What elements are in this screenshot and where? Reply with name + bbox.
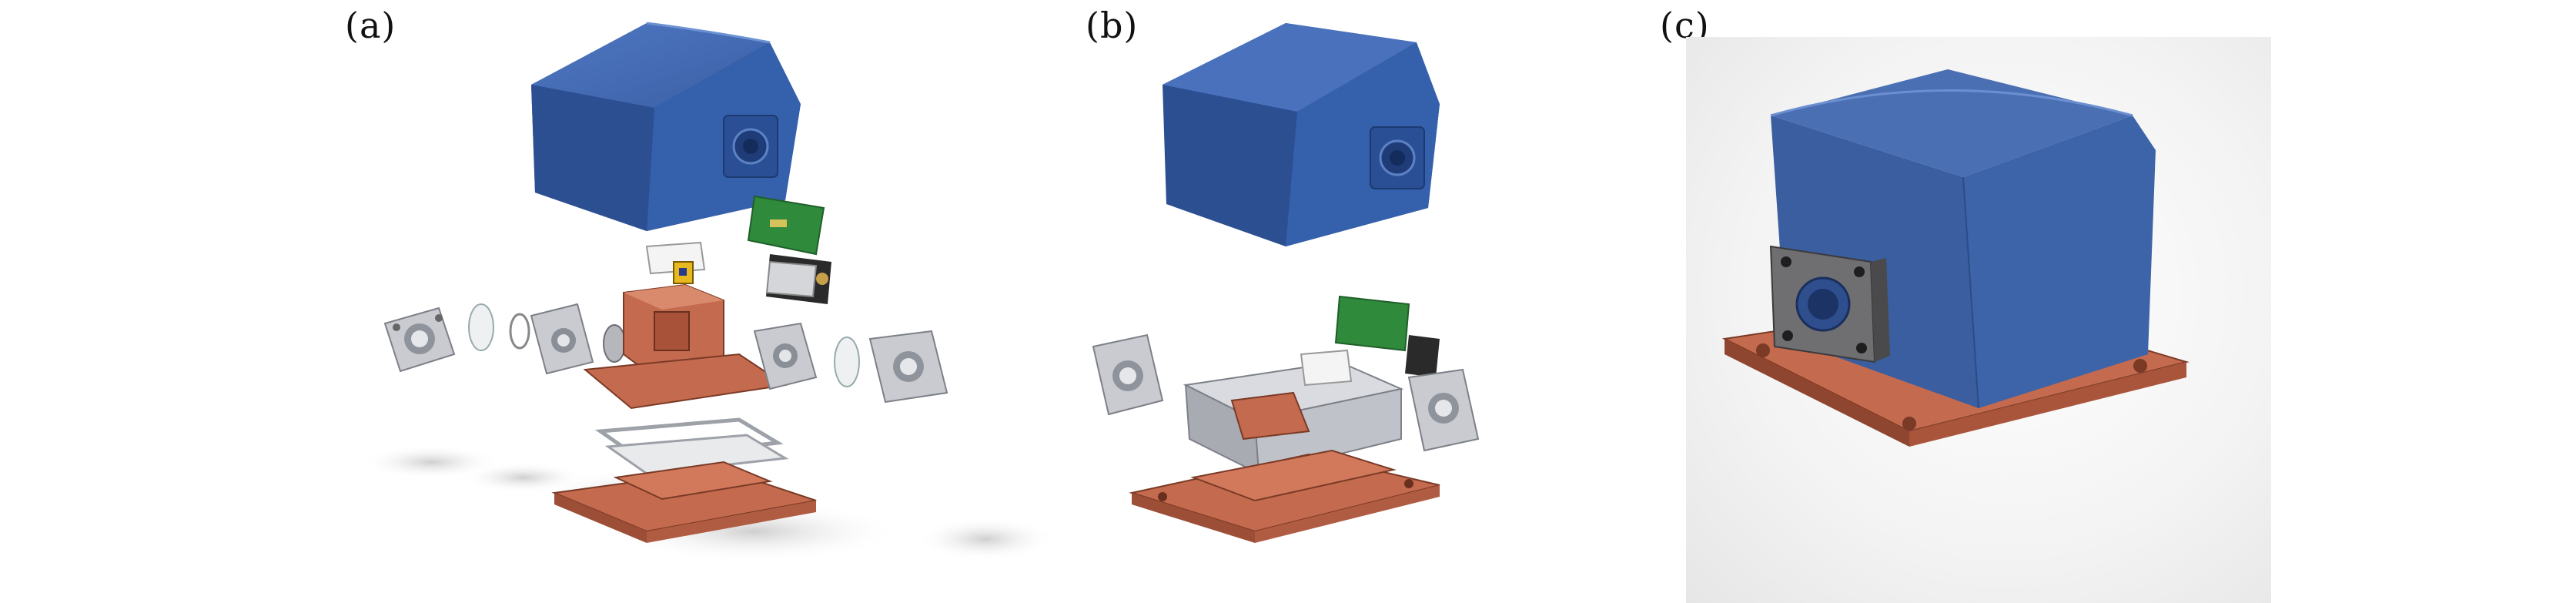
partial-assembly-illustration: [1092, 23, 1480, 543]
left-flange: [383, 307, 456, 373]
blue-housing: [531, 22, 801, 231]
panel-b-label: (b): [1086, 5, 1139, 46]
copper-base: [1129, 449, 1440, 543]
pcb-board: [747, 195, 825, 256]
panel-b: (b): [1078, 0, 1571, 591]
right-flange: [1407, 368, 1480, 452]
left-optics-holder: [530, 303, 626, 375]
exploded-assembly-illustration: [362, 22, 1055, 562]
left-flange: [1092, 333, 1164, 416]
right-optics-holder: [753, 322, 818, 390]
assembled-render-illustration: [1721, 69, 2190, 447]
panel-a: (a): [323, 0, 1093, 591]
window-lens-ring: [509, 313, 530, 350]
vapor-cell-holder: [583, 283, 788, 410]
pcb-board: [1334, 295, 1410, 352]
window-lens-right: [834, 337, 860, 387]
center-assembly: [1183, 349, 1404, 475]
panel-a-label: (a): [345, 5, 396, 46]
connector-parts: [645, 241, 706, 284]
port-flange: [1769, 245, 1890, 363]
window-lens-left: [468, 303, 494, 351]
detector-block: [765, 254, 831, 304]
blue-housing: [1163, 23, 1440, 246]
seal-frames: [594, 417, 789, 475]
panel-c: (c): [1655, 0, 2271, 603]
detector-block: [1405, 335, 1440, 377]
right-flange: [868, 330, 948, 404]
copper-base: [551, 461, 817, 543]
